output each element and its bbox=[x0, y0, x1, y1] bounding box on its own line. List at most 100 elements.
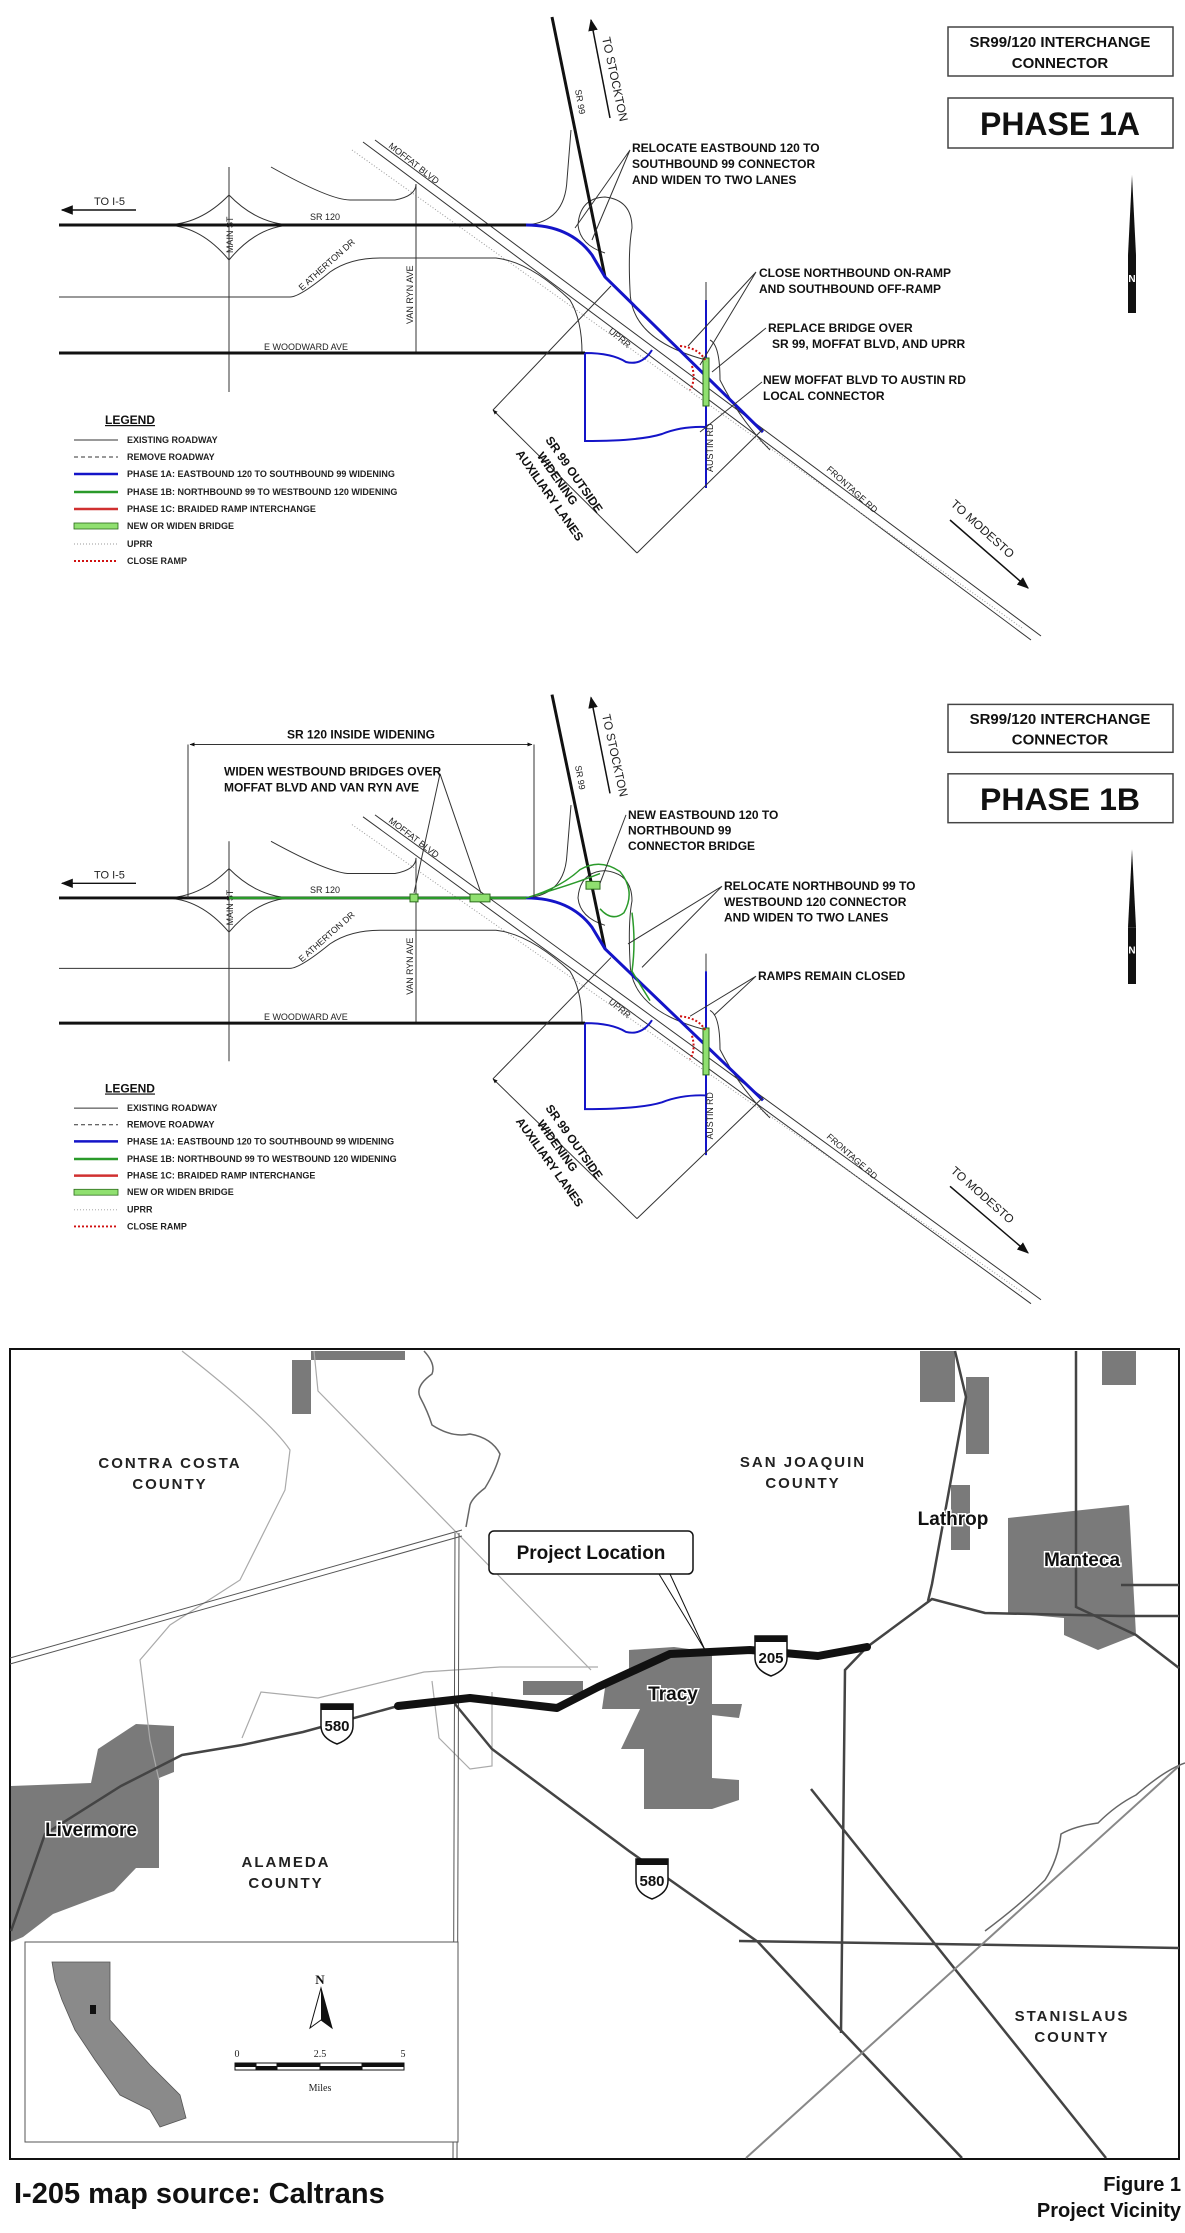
atherton-road bbox=[59, 929, 583, 1024]
figure-number: Figure 1 bbox=[1103, 2174, 1181, 2196]
svg-text:AND WIDEN TO TWO LANES: AND WIDEN TO TWO LANES bbox=[724, 911, 888, 925]
van-ryn-label: VAN RYN AVE bbox=[405, 938, 415, 995]
phase-1a-local-connector bbox=[584, 300, 707, 488]
svg-text:AND SOUTHBOUND OFF-RAMP: AND SOUTHBOUND OFF-RAMP bbox=[759, 282, 941, 296]
legend-item: CLOSE RAMP bbox=[127, 1221, 187, 1231]
austin-label: AUSTIN RD bbox=[705, 1092, 715, 1139]
san-joaquin-label: SAN JOAQUIN bbox=[740, 1454, 866, 1471]
to-i5-label: TO I-5 bbox=[94, 196, 125, 208]
legend-item: CLOSE RAMP bbox=[127, 556, 187, 566]
legend-item: EXISTING ROADWAY bbox=[127, 435, 218, 445]
svg-text:NEW EASTBOUND 120 TO: NEW EASTBOUND 120 TO bbox=[628, 808, 778, 822]
aux-lanes-bracket bbox=[493, 285, 764, 554]
i580-shield-icon: 580 bbox=[320, 1703, 354, 1745]
svg-text:WIDEN WESTBOUND BRIDGES OVER: WIDEN WESTBOUND BRIDGES OVER bbox=[224, 765, 442, 779]
svg-text:2.5: 2.5 bbox=[314, 2049, 327, 2060]
svg-text:NORTHBOUND 99: NORTHBOUND 99 bbox=[628, 824, 732, 838]
contra-costa-label: COUNTY bbox=[132, 1476, 207, 1493]
bridge-moffat bbox=[469, 893, 491, 903]
sr120-label: SR 120 bbox=[310, 212, 340, 222]
van-ryn-label: VAN RYN AVE bbox=[405, 265, 415, 324]
map-source-caption: I-205 map source: Caltrans bbox=[14, 2178, 385, 2210]
phase-1a-connector bbox=[525, 223, 765, 434]
callout-relocate-nb99: RELOCATE NORTHBOUND 99 TO WESTBOUND 120 … bbox=[627, 879, 915, 968]
atherton-label: E ATHERTON DR bbox=[297, 237, 358, 293]
legend-title: LEGEND bbox=[105, 1082, 155, 1096]
atherton-road bbox=[59, 257, 583, 354]
figure-title: Project Vicinity bbox=[1036, 2200, 1181, 2222]
svg-text:AND WIDEN TO TWO LANES: AND WIDEN TO TWO LANES bbox=[632, 173, 796, 187]
uprr-line bbox=[351, 149, 1023, 629]
svg-text:5: 5 bbox=[401, 2049, 406, 2060]
svg-text:Miles: Miles bbox=[309, 2083, 332, 2094]
i580-southeast bbox=[454, 1703, 963, 2159]
legend-item: NEW OR WIDEN BRIDGE bbox=[127, 521, 234, 531]
inset-map: N 0 2.5 5 Miles bbox=[24, 1941, 459, 2143]
i5 bbox=[839, 1646, 868, 2034]
svg-text:NEW MOFFAT BLVD TO AUSTIN RD: NEW MOFFAT BLVD TO AUSTIN RD bbox=[763, 373, 966, 387]
alameda-label: ALAMEDA bbox=[242, 1854, 331, 1871]
figure-label: Figure 1 Project Vicinity bbox=[1037, 2172, 1181, 2224]
legend-item: NEW OR WIDEN BRIDGE bbox=[127, 1187, 234, 1197]
title-line1: SR99/120 INTERCHANGE bbox=[970, 34, 1151, 51]
aux-lanes-label: SR 99 OUTSIDE WIDENING AUXILIARY LANES bbox=[513, 1102, 606, 1210]
to-modesto-label: TO MODESTO bbox=[948, 497, 1017, 561]
callout-replace-bridge: REPLACE BRIDGE OVER SR 99, MOFFAT BLVD, … bbox=[711, 321, 965, 373]
callout-ramps-closed: RAMPS REMAIN CLOSED bbox=[689, 969, 906, 1017]
austin-bridge bbox=[702, 357, 710, 407]
svg-text:580: 580 bbox=[639, 1873, 664, 1890]
sr99-road bbox=[550, 694, 607, 950]
close-ramp-line bbox=[679, 1015, 707, 1060]
rivers bbox=[418, 1350, 1185, 1932]
to-stockton-label: TO STOCKTON bbox=[599, 713, 631, 798]
phase-box bbox=[947, 773, 1174, 824]
legend: LEGEND EXISTING ROADWAY REMOVE ROADWAY P… bbox=[73, 413, 397, 566]
project-location-callout: Project Location bbox=[488, 1530, 706, 1651]
svg-text:N: N bbox=[315, 1972, 325, 1987]
sr99-label: SR 99 bbox=[573, 89, 587, 115]
alameda-label: COUNTY bbox=[248, 1875, 323, 1892]
legend-item: PHASE 1B: NORTHBOUND 99 TO WESTBOUND 120… bbox=[127, 487, 397, 497]
legend-item: PHASE 1A: EASTBOUND 120 TO SOUTHBOUND 99… bbox=[127, 1136, 394, 1146]
to-i5-label: TO I-5 bbox=[94, 870, 125, 882]
aux-lanes-label: SR 99 OUTSIDE WIDENING AUXILIARY LANES bbox=[513, 434, 606, 544]
contra-costa-label: CONTRA COSTA bbox=[98, 1455, 241, 1472]
legend-item: PHASE 1C: BRAIDED RAMP INTERCHANGE bbox=[127, 1171, 315, 1181]
livermore-label: Livermore bbox=[45, 1820, 137, 1841]
san-joaquin-label: COUNTY bbox=[765, 1475, 840, 1492]
lathrop-label: Lathrop bbox=[918, 1509, 989, 1530]
svg-text:SR 99, MOFFAT BLVD, AND UPRR: SR 99, MOFFAT BLVD, AND UPRR bbox=[772, 337, 965, 351]
woodward-label: E WOODWARD AVE bbox=[264, 342, 348, 352]
tracy-label: Tracy bbox=[648, 1684, 698, 1705]
svg-text:Project Location: Project Location bbox=[517, 1543, 666, 1564]
sr120-label: SR 120 bbox=[310, 885, 340, 895]
phase-title: PHASE 1B bbox=[980, 781, 1140, 817]
callout-relocate: RELOCATE EASTBOUND 120 TO SOUTHBOUND 99 … bbox=[574, 141, 820, 241]
to-stockton-arrow bbox=[588, 18, 611, 119]
legend-item: PHASE 1C: BRAIDED RAMP INTERCHANGE bbox=[127, 504, 316, 514]
aux-lanes-bracket bbox=[493, 957, 764, 1219]
phase-1a-diagram: TO I-5 SR 120 MAIN ST MOFFAT BLVD E ATHE… bbox=[59, 16, 1174, 641]
title-line2: CONNECTOR bbox=[1012, 55, 1109, 72]
callout-close-ramps: CLOSE NORTHBOUND ON-RAMP AND SOUTHBOUND … bbox=[687, 266, 951, 366]
legend-item: REMOVE ROADWAY bbox=[127, 1120, 215, 1130]
legend-title: LEGEND bbox=[105, 413, 155, 427]
secondary-road bbox=[745, 1765, 1180, 2159]
phase-1a-connector bbox=[525, 896, 765, 1102]
svg-text:CLOSE NORTHBOUND ON-RAMP: CLOSE NORTHBOUND ON-RAMP bbox=[759, 266, 951, 280]
svg-text:205: 205 bbox=[758, 1650, 783, 1667]
legend-item: EXISTING ROADWAY bbox=[127, 1103, 218, 1113]
north-arrow-icon: N bbox=[1128, 175, 1136, 313]
title-box bbox=[947, 703, 1174, 754]
to-stockton-arrow bbox=[588, 696, 611, 794]
legend-item: UPRR bbox=[127, 539, 153, 549]
moffat-blvd-road bbox=[362, 139, 1042, 641]
bridge-van-ryn bbox=[409, 893, 419, 903]
svg-text:REPLACE BRIDGE OVER: REPLACE BRIDGE OVER bbox=[768, 321, 913, 335]
uprr-line bbox=[351, 824, 1023, 1293]
to-modesto-label: TO MODESTO bbox=[948, 1164, 1017, 1227]
sr99-road bbox=[550, 16, 607, 278]
van-ryn-road bbox=[270, 840, 417, 1024]
project-alignment bbox=[394, 1643, 871, 1712]
svg-text:CONNECTOR BRIDGE: CONNECTOR BRIDGE bbox=[628, 839, 755, 853]
